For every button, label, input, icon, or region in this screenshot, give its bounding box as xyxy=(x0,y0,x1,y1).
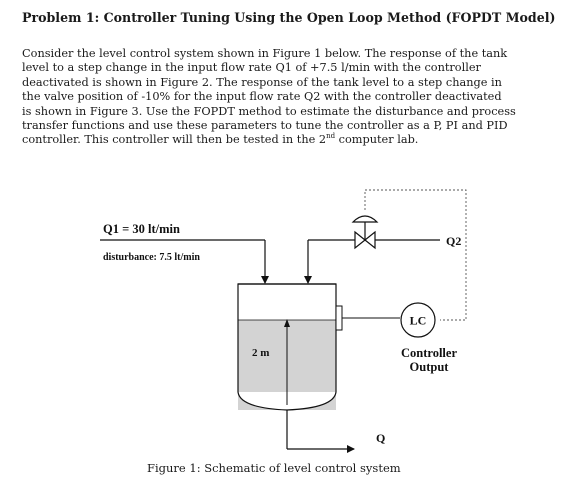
controller-output-label-2: Output xyxy=(410,360,450,374)
control-signal-line xyxy=(364,189,467,321)
paragraph-line: level to a step change in the input flow… xyxy=(22,61,481,75)
controller-output-label-1: Controller xyxy=(401,346,457,360)
paragraph-line: Consider the level control system shown … xyxy=(22,47,508,60)
paragraph-line: deactivated is shown in Figure 2. The re… xyxy=(22,75,502,89)
paragraph-line: the valve position of -10% for the input… xyxy=(22,90,502,104)
q1-label: Q1 = 30 lt/min xyxy=(103,222,180,236)
tank-liquid-bottom xyxy=(238,392,336,410)
paragraph-line-tail: computer lab. xyxy=(335,133,419,147)
control-valve xyxy=(351,215,379,250)
figure-caption: Figure 1: Schematic of level control sys… xyxy=(147,461,401,475)
level-sensor xyxy=(335,305,343,331)
valve-actuator-icon xyxy=(351,215,379,223)
tank xyxy=(237,283,337,411)
disturbance-label: disturbance: 7.5 lt/min xyxy=(103,252,200,263)
paragraph-line: is shown in Figure 3. Use the FOPDT meth… xyxy=(22,104,516,118)
q2-label: Q2 xyxy=(446,234,461,248)
height-label: 2 m xyxy=(252,347,269,359)
superscript-nd: nd xyxy=(326,132,336,141)
outflow-label: Q xyxy=(376,431,385,445)
paragraph-line: transfer functions and use these paramet… xyxy=(22,119,508,133)
level-controller-icon xyxy=(400,302,436,338)
lc-label: LC xyxy=(410,314,427,328)
paragraph-line-last: controller. This controller will then be… xyxy=(22,133,552,147)
problem-paragraph: Consider the level control system shown … xyxy=(22,47,552,148)
tank-outline xyxy=(237,283,337,411)
problem-title: Problem 1: Controller Tuning Using the O… xyxy=(22,10,556,25)
height-arrow-up xyxy=(284,319,290,327)
paragraph-line-start: controller. This controller will then be… xyxy=(22,133,327,147)
